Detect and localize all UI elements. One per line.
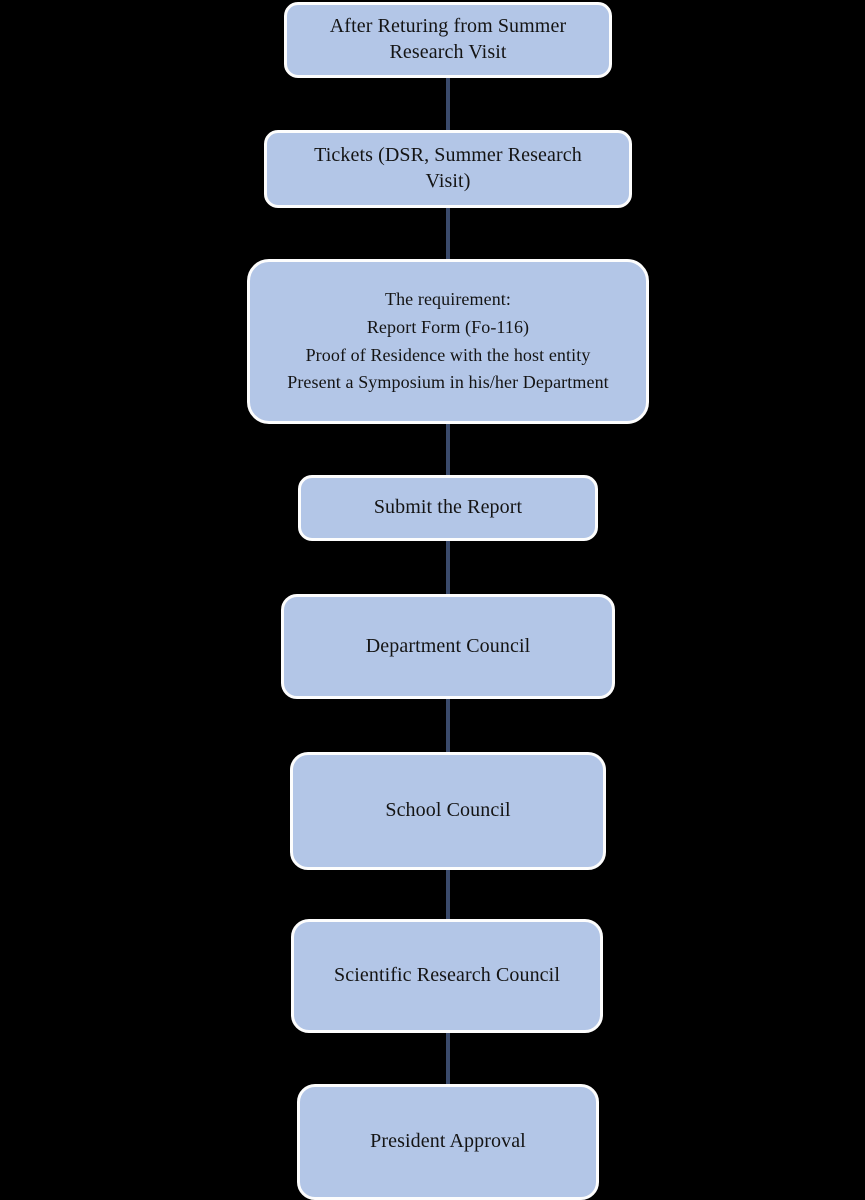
connector-school-council-to-scientific-research-council	[446, 868, 450, 921]
connector-tickets-to-requirement	[446, 206, 450, 261]
flow-node-tickets[interactable]: Tickets (DSR, Summer Research Visit)	[264, 130, 632, 208]
connector-submit-report-to-department-council	[446, 539, 450, 596]
connector-requirement-to-submit-report	[446, 422, 450, 477]
flow-node-label: Scientific Research Council	[334, 964, 560, 987]
flow-node-label: President Approval	[370, 1130, 526, 1153]
flow-node-label: School Council	[385, 799, 511, 822]
flow-node-label: Submit the Report	[373, 496, 523, 519]
flow-node-submit-report[interactable]: Submit the Report	[298, 475, 598, 541]
connector-department-council-to-school-council	[446, 697, 450, 754]
flow-node-label: Department Council	[365, 634, 531, 657]
connector-scientific-research-council-to-president-approval	[446, 1031, 450, 1086]
flow-node-department-council[interactable]: Department Council	[281, 594, 615, 699]
flow-node-label: After Returing from Summer Research Visi…	[329, 15, 567, 63]
flow-node-after-returning[interactable]: After Returing from Summer Research Visi…	[284, 2, 612, 78]
flow-node-scientific-research-council[interactable]: Scientific Research Council	[291, 919, 603, 1033]
flow-node-requirement[interactable]: The requirement: Report Form (Fo-116) Pr…	[247, 259, 649, 424]
flow-node-president-approval[interactable]: President Approval	[297, 1084, 599, 1200]
connector-after-returning-to-tickets	[446, 76, 450, 132]
flow-node-school-council[interactable]: School Council	[290, 752, 606, 870]
flow-node-label: The requirement: Report Form (Fo-116) Pr…	[287, 288, 609, 393]
flow-node-label: Tickets (DSR, Summer Research Visit)	[314, 144, 582, 192]
